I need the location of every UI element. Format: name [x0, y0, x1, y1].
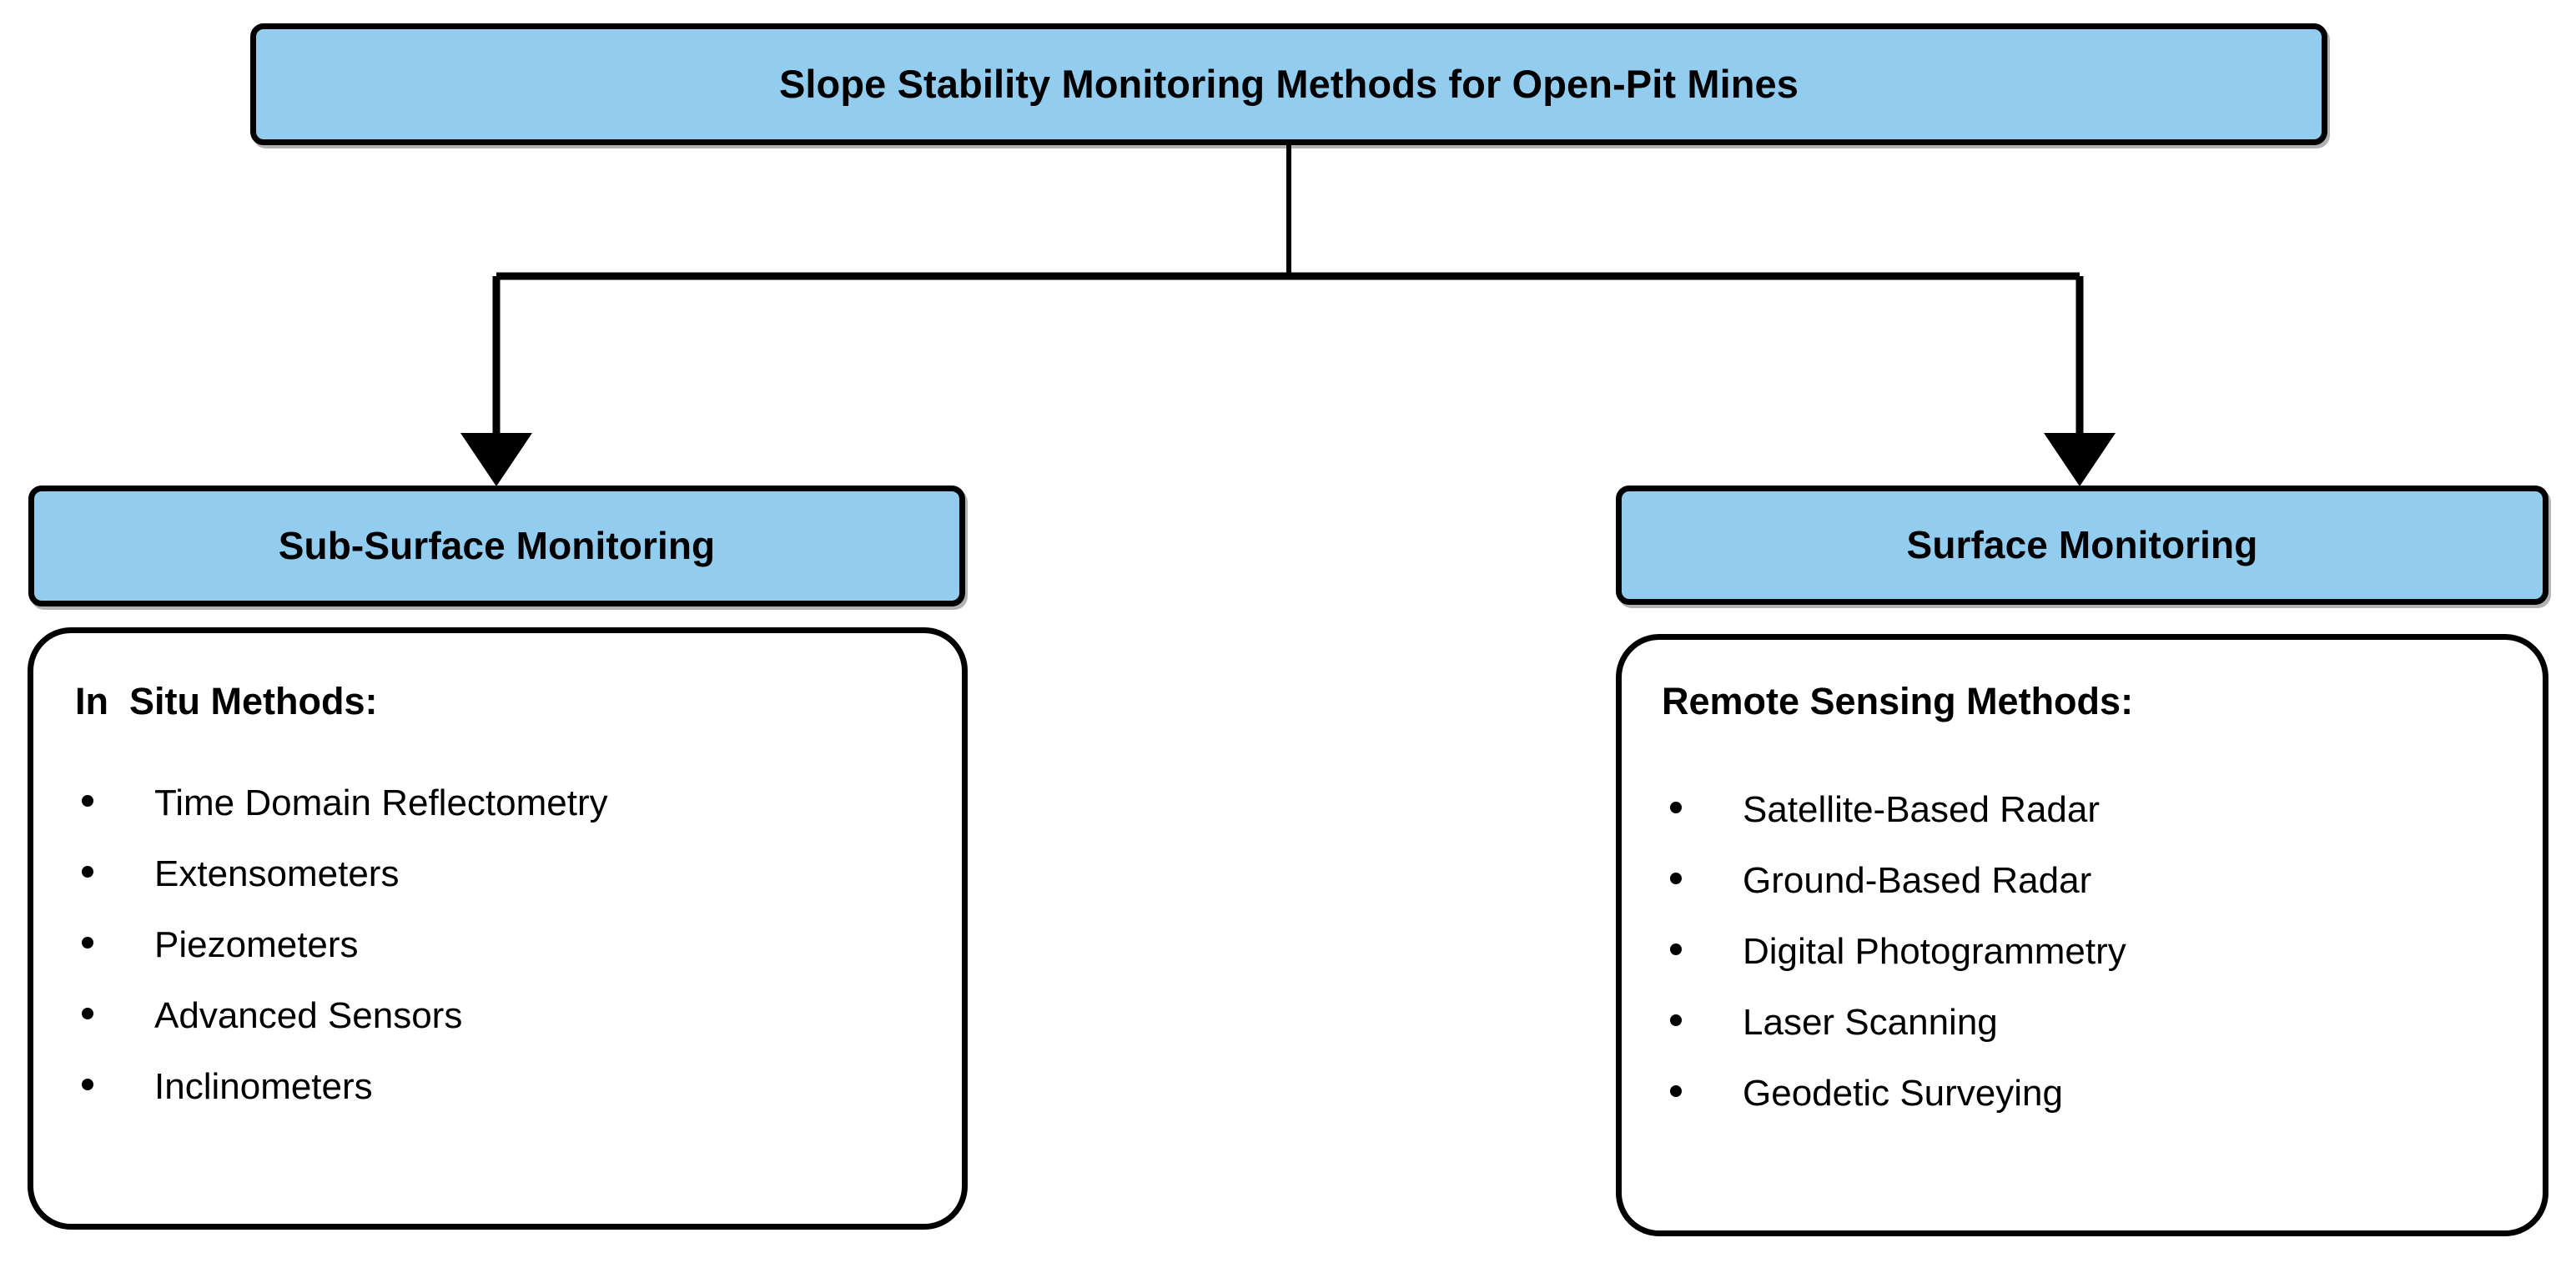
list-item-label: Advanced Sensors [154, 995, 463, 1036]
bullet-list-in-situ-methods: Time Domain Reflectometry Extensometers … [82, 785, 608, 1140]
bullet-dot-icon [1670, 1014, 1682, 1026]
list-item: Satellite-Based Radar [1670, 792, 2126, 863]
branch-head-label-sub-surface: Sub-Surface Monitoring [278, 524, 716, 568]
list-item-label: Satellite-Based Radar [1743, 789, 2101, 830]
list-item-label: Laser Scanning [1743, 1002, 1998, 1043]
list-item-label: Inclinometers [154, 1066, 373, 1107]
bullet-dot-icon [1670, 802, 1682, 813]
root-node-slope-stability-monitoring-methods[interactable]: Slope Stability Monitoring Methods for O… [250, 23, 2327, 145]
list-item: Piezometers [82, 927, 608, 998]
bullet-dot-icon [82, 1008, 93, 1019]
bullet-dot-icon [82, 795, 93, 807]
bullet-list-remote-sensing-methods: Satellite-Based Radar Ground-Based Radar… [1670, 792, 2126, 1146]
right-branch-arrowhead [2044, 433, 2116, 486]
panel-remote-sensing-methods: Remote Sensing Methods: Satellite-Based … [1616, 634, 2548, 1236]
list-item-label: Digital Photogrammetry [1743, 931, 2126, 972]
left-branch-arrowhead [460, 433, 532, 486]
list-item-label: Piezometers [154, 924, 359, 965]
bullet-dot-icon [82, 937, 93, 948]
panel-heading-remote-sensing-methods: Remote Sensing Methods: [1662, 680, 2134, 722]
list-item: Advanced Sensors [82, 998, 608, 1069]
list-item: Extensometers [82, 856, 608, 927]
branch-head-sub-surface-monitoring[interactable]: Sub-Surface Monitoring [28, 486, 965, 606]
list-item: Inclinometers [82, 1069, 608, 1140]
bullet-dot-icon [82, 866, 93, 878]
list-item-label: Ground-Based Radar [1743, 860, 2092, 901]
list-item: Laser Scanning [1670, 1004, 2126, 1075]
branch-head-surface-monitoring[interactable]: Surface Monitoring [1616, 486, 2548, 605]
list-item: Digital Photogrammetry [1670, 933, 2126, 1004]
panel-in-situ-methods: In Situ Methods: Time Domain Reflectomet… [28, 627, 968, 1230]
list-item: Ground-Based Radar [1670, 863, 2126, 933]
list-item-label: Time Domain Reflectometry [154, 782, 608, 823]
list-item-label: Extensometers [154, 853, 400, 894]
bullet-dot-icon [1670, 1085, 1682, 1097]
bullet-dot-icon [1670, 943, 1682, 955]
bullet-dot-icon [82, 1079, 93, 1090]
panel-heading-in-situ-methods: In Situ Methods: [75, 680, 378, 722]
branch-head-label-surface: Surface Monitoring [1906, 523, 2258, 567]
list-item: Time Domain Reflectometry [82, 785, 608, 856]
root-node-label: Slope Stability Monitoring Methods for O… [778, 62, 1799, 107]
list-item-label: Geodetic Surveying [1743, 1073, 2063, 1114]
list-item: Geodetic Surveying [1670, 1075, 2126, 1146]
bullet-dot-icon [1670, 873, 1682, 884]
